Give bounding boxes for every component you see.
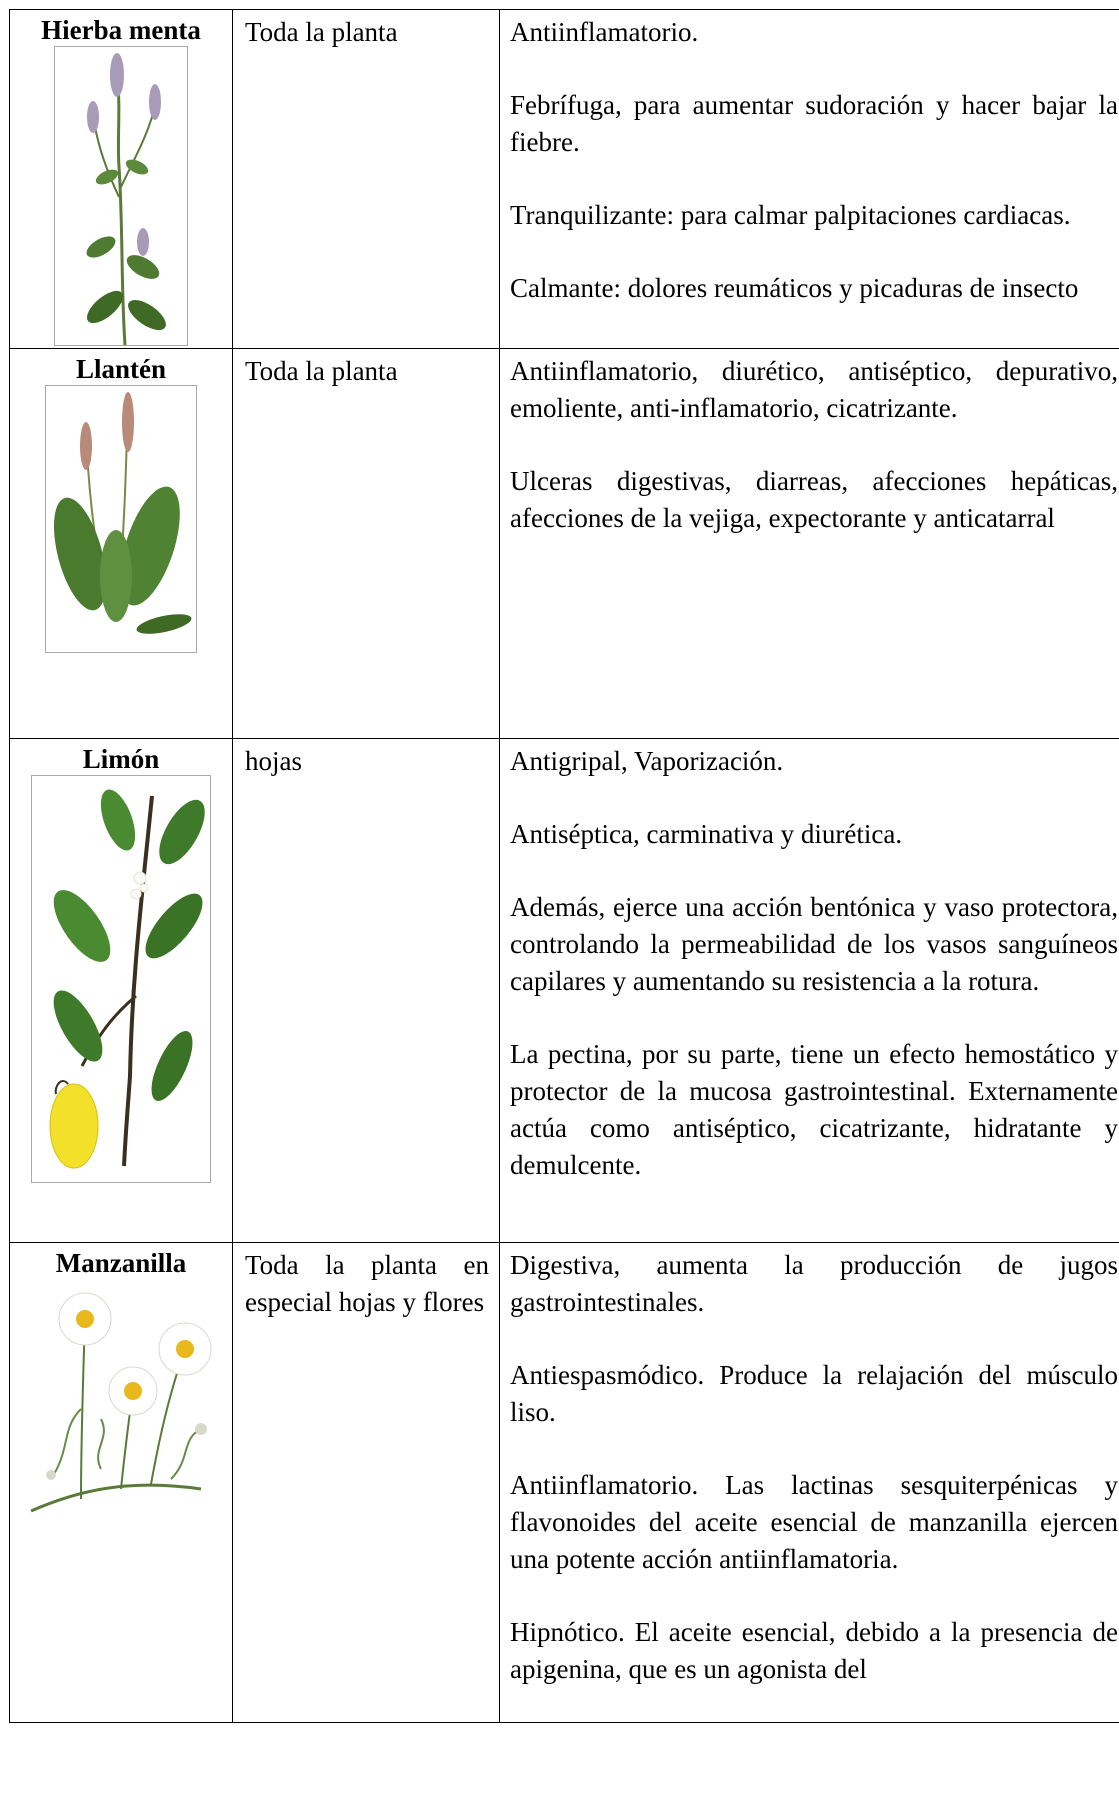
plant-uses-cell: Antiinflamatorio, diurético, antiséptico… [499,348,1119,739]
plant-name: Hierba menta [41,15,201,45]
plant-uses-cell: Antiinflamatorio. Febrífuga, para aument… [499,9,1119,349]
chamomile-flower [108,1366,158,1416]
mint-plant-illustration [54,46,188,346]
table-row-limon: Limón [9,738,1119,1243]
use-paragraph: Calmante: dolores reumáticos y picaduras… [510,273,1079,303]
plant-part-cell: Toda la planta en especial hojas y flore… [232,1242,500,1723]
plant-name-cell: Manzanilla [9,1242,233,1723]
plant-part: hojas [245,746,302,776]
plant-name-cell: Llantén [9,348,233,739]
plant-part-cell: Toda la planta [232,348,500,739]
lemon-branch-illustration [31,775,211,1183]
plant-name-cell: Hierba menta [9,9,233,349]
use-paragraph: Además, ejerce una acción bentónica y va… [510,892,1118,996]
plant-name-cell: Limón [9,738,233,1243]
use-paragraph: Digestiva, aumenta la producción de jugo… [510,1250,1118,1317]
table-row-manzanilla: Manzanilla [9,1242,1119,1723]
use-paragraph: La pectina, por su parte, tiene un efect… [510,1039,1118,1180]
use-paragraph: Hipnótico. El aceite esencial, debido a … [510,1617,1118,1684]
use-paragraph: Antiséptica, carminativa y diurética. [510,819,903,849]
plant-part: Toda la planta [245,356,398,386]
use-paragraph: Febrífuga, para aumentar sudoración y ha… [510,90,1118,157]
plant-name: Limón [82,744,160,774]
plant-part: Toda la planta [245,17,398,47]
plant-part-cell: hojas [232,738,500,1243]
use-paragraph: Tranquilizante: para calmar palpitacione… [510,200,1071,230]
plant-part-cell: Toda la planta [232,9,500,349]
plantain-plant-illustration [45,385,197,653]
use-paragraph: Ulceras digestivas, diarreas, afecciones… [510,466,1118,533]
use-paragraph: Antiinflamatorio. [510,17,699,47]
plant-uses-cell: Antigripal, Vaporización. Antiséptica, c… [499,738,1119,1243]
use-paragraph: Antiinflamatorio, diurético, antiséptico… [510,356,1118,423]
table-row-hierba-menta: Hierba menta [9,9,1119,349]
plant-name: Llantén [75,354,167,384]
use-paragraph: Antiinflamatorio. Las lactinas sesquiter… [510,1470,1118,1574]
plant-part: Toda la planta en especial hojas y flore… [245,1250,489,1317]
plant-name: Manzanilla [55,1248,187,1278]
use-paragraph: Antiespasmódico. Produce la relajación d… [510,1360,1118,1427]
chamomile-flower [58,1292,112,1346]
table-row-llanten: Llantén Toda la planta [9,348,1119,739]
plant-uses-cell: Digestiva, aumenta la producción de jugo… [499,1242,1119,1723]
medicinal-plants-table: Hierba menta [9,9,1119,1723]
use-paragraph: Antigripal, Vaporización. [510,746,784,776]
chamomile-flower [158,1322,212,1376]
chamomile-plant-illustration [21,1279,221,1519]
